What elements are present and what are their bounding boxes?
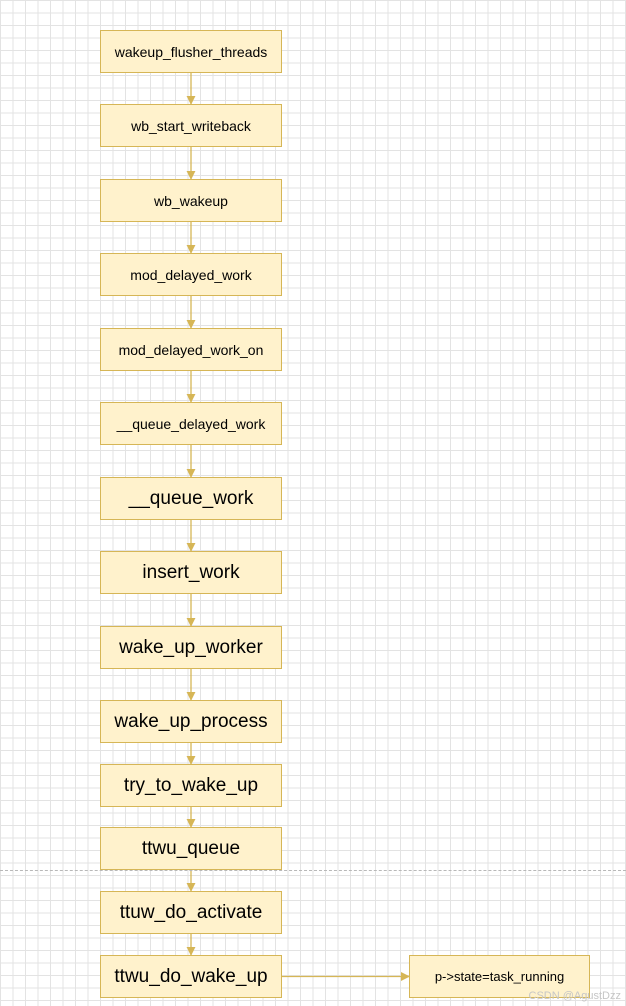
node-queue-delayed-work: __queue_delayed_work <box>100 402 282 445</box>
node-try-to-wake-up: try_to_wake_up <box>100 764 282 807</box>
node-mod-delayed-work-on: mod_delayed_work_on <box>100 328 282 371</box>
node-wake-up-process: wake_up_process <box>100 700 282 743</box>
node-insert-work: insert_work <box>100 551 282 594</box>
node-p-state-task-running: p->state=task_running <box>409 955 590 998</box>
node-ttuw-do-activate: ttuw_do_activate <box>100 891 282 934</box>
node-ttwu-queue: ttwu_queue <box>100 827 282 870</box>
node-queue-work: __queue_work <box>100 477 282 520</box>
node-wb-start-writeback: wb_start_writeback <box>100 104 282 147</box>
node-wakeup-flusher-threads: wakeup_flusher_threads <box>100 30 282 73</box>
watermark: CSDN @AgustDzz <box>528 990 621 1002</box>
node-mod-delayed-work: mod_delayed_work <box>100 253 282 296</box>
node-wb-wakeup: wb_wakeup <box>100 179 282 222</box>
node-ttwu-do-wake-up: ttwu_do_wake_up <box>100 955 282 998</box>
section-divider <box>0 870 626 871</box>
node-wake-up-worker: wake_up_worker <box>100 626 282 669</box>
